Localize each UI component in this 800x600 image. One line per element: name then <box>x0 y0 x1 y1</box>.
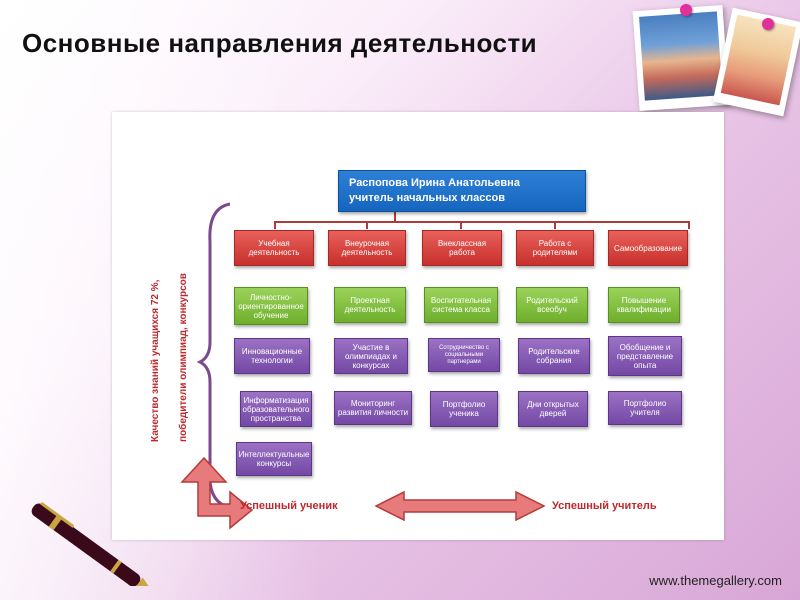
successful-student-label: Успешный ученик <box>240 500 338 512</box>
connector-line <box>394 210 396 222</box>
activity-box: Интеллектуальные конкурсы <box>236 442 312 476</box>
activity-box: Воспитательная система класса <box>424 287 498 323</box>
activity-box: Проектная деятельность <box>334 287 406 323</box>
successful-teacher-label: Успешный учитель <box>552 500 657 512</box>
pen-icon <box>31 501 155 586</box>
footer-url: www.themegallery.com <box>649 573 782 588</box>
connector-line <box>274 221 688 223</box>
connector-line <box>274 221 276 229</box>
activity-box: Информатизация образовательного простран… <box>240 391 312 427</box>
activity-box: Портфолио учителя <box>608 391 682 425</box>
pin-icon <box>680 4 692 16</box>
double-arrow-icon <box>374 490 546 522</box>
activity-box: Сотрудничество с социальными партнерами <box>428 338 500 372</box>
category-box-self-education: Самообразование <box>608 230 688 266</box>
diagram-panel: Распопова Ирина Анатольевна учитель нача… <box>112 112 724 540</box>
activity-box: Инновационные технологии <box>234 338 310 374</box>
activity-box: Родительский всеобуч <box>516 287 588 323</box>
activity-box: Обобщение и представление опыта <box>608 336 682 376</box>
pin-icon <box>762 18 774 30</box>
activity-box: Участие в олимпиадах и конкурсах <box>334 338 408 374</box>
category-box-classwork: Внеклассная работа <box>422 230 502 266</box>
category-box-extracurricular: Внеурочная деятельность <box>328 230 406 266</box>
side-text-quality: Качество знаний учащихся 72 %, <box>150 279 161 442</box>
teacher-name: Распопова Ирина Анатольевна <box>349 177 520 189</box>
activity-box: Личностно-ориентированное обучение <box>234 287 308 325</box>
side-text-winners: победители олимпиад, конкурсов <box>178 273 189 442</box>
diagram-decorations <box>180 202 546 530</box>
category-box-parents: Работа с родителями <box>516 230 594 266</box>
activity-box: Дни открытых дверей <box>518 391 588 427</box>
page-title: Основные направления деятельности <box>22 28 538 58</box>
activity-box: Мониторинг развития личности <box>334 391 412 425</box>
activity-box: Портфолио ученика <box>430 391 498 427</box>
bent-arrow-icon <box>180 456 254 530</box>
teacher-box: Распопова Ирина Анатольевна учитель нача… <box>338 170 586 212</box>
activity-box: Повышение квалификации <box>608 287 680 323</box>
teacher-role: учитель начальных классов <box>349 192 505 204</box>
category-box-teaching: Учебная деятельность <box>234 230 314 266</box>
connector-line <box>554 221 556 229</box>
connector-line <box>460 221 462 229</box>
activity-box: Родительские собрания <box>518 338 590 374</box>
connector-line <box>688 221 690 229</box>
connector-line <box>366 221 368 229</box>
